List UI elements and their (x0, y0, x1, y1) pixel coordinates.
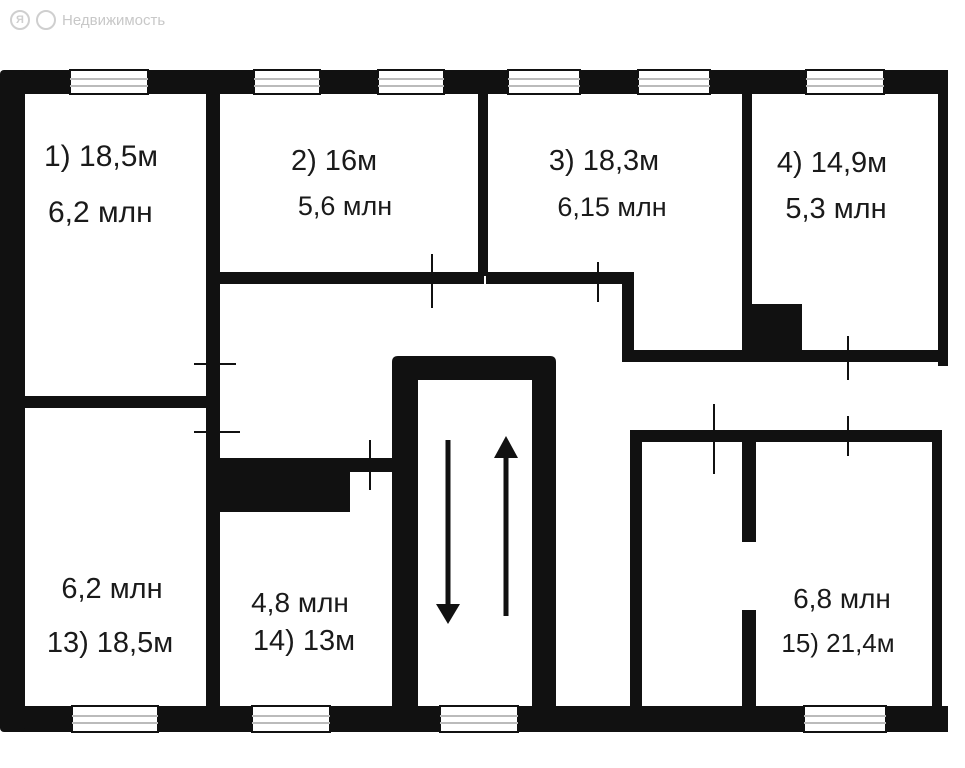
shaft-walls (392, 356, 556, 710)
watermark-text: Недвижимость (62, 11, 166, 29)
wall-partition (220, 272, 484, 284)
room-1-price: 6,2 млн (48, 196, 153, 229)
window (803, 705, 887, 733)
watermark: Я Недвижимость (10, 8, 165, 32)
room-2-price: 5,6 млн (298, 191, 392, 221)
outer-walls (0, 70, 948, 732)
room-14-area: 14) 13м (253, 625, 355, 657)
room-13-area: 13) 18,5м (47, 627, 173, 659)
room-13-price: 6,2 млн (61, 573, 162, 605)
yandex-logo-icon: Я (10, 10, 30, 30)
room-labels: 1) 18,5м 6,2 млн 2) 16м 5,6 млн 3) 18,3м… (44, 140, 895, 659)
room-15-price: 6,8 млн (793, 583, 891, 614)
window (507, 69, 581, 95)
stair-arrow-down-icon (436, 440, 460, 624)
wall-partition (630, 430, 642, 710)
wall-top (8, 70, 948, 94)
window (377, 69, 445, 95)
window (805, 69, 885, 95)
wall-left (0, 70, 25, 732)
shaft-block (748, 304, 802, 358)
wall-partition (486, 272, 634, 284)
wall-partition (25, 396, 208, 408)
wall-partition (622, 274, 634, 362)
wall-partition (742, 94, 752, 352)
room-3-area: 3) 18,3м (549, 145, 659, 177)
room-2-area: 2) 16м (291, 145, 377, 177)
interior-walls (25, 94, 942, 710)
room-15-area: 15) 21,4м (781, 628, 894, 658)
stair-arrow-up-icon (494, 436, 518, 616)
window (71, 705, 159, 733)
wall-partition (630, 430, 942, 442)
windows-top (69, 69, 885, 95)
window (439, 705, 519, 733)
door-markers (194, 254, 849, 490)
room-3-price: 6,15 млн (557, 192, 666, 222)
room-1-area: 1) 18,5м (44, 140, 158, 173)
stair-shaft (392, 356, 556, 710)
window (69, 69, 149, 95)
wall-partition (478, 94, 488, 276)
windows-bottom (71, 705, 887, 733)
wall-partition (742, 442, 756, 542)
window (251, 705, 331, 733)
wall-block (220, 458, 394, 512)
wall-right (938, 70, 948, 366)
room-4-area: 4) 14,9м (777, 147, 887, 179)
watermark-ring-icon (36, 10, 56, 30)
wall-right-lower (932, 432, 942, 732)
wall-partition (206, 94, 220, 706)
room-14-price: 4,8 млн (251, 587, 349, 618)
room-4-price: 5,3 млн (785, 193, 886, 225)
window (637, 69, 711, 95)
window (253, 69, 321, 95)
wall-partition (742, 610, 756, 710)
